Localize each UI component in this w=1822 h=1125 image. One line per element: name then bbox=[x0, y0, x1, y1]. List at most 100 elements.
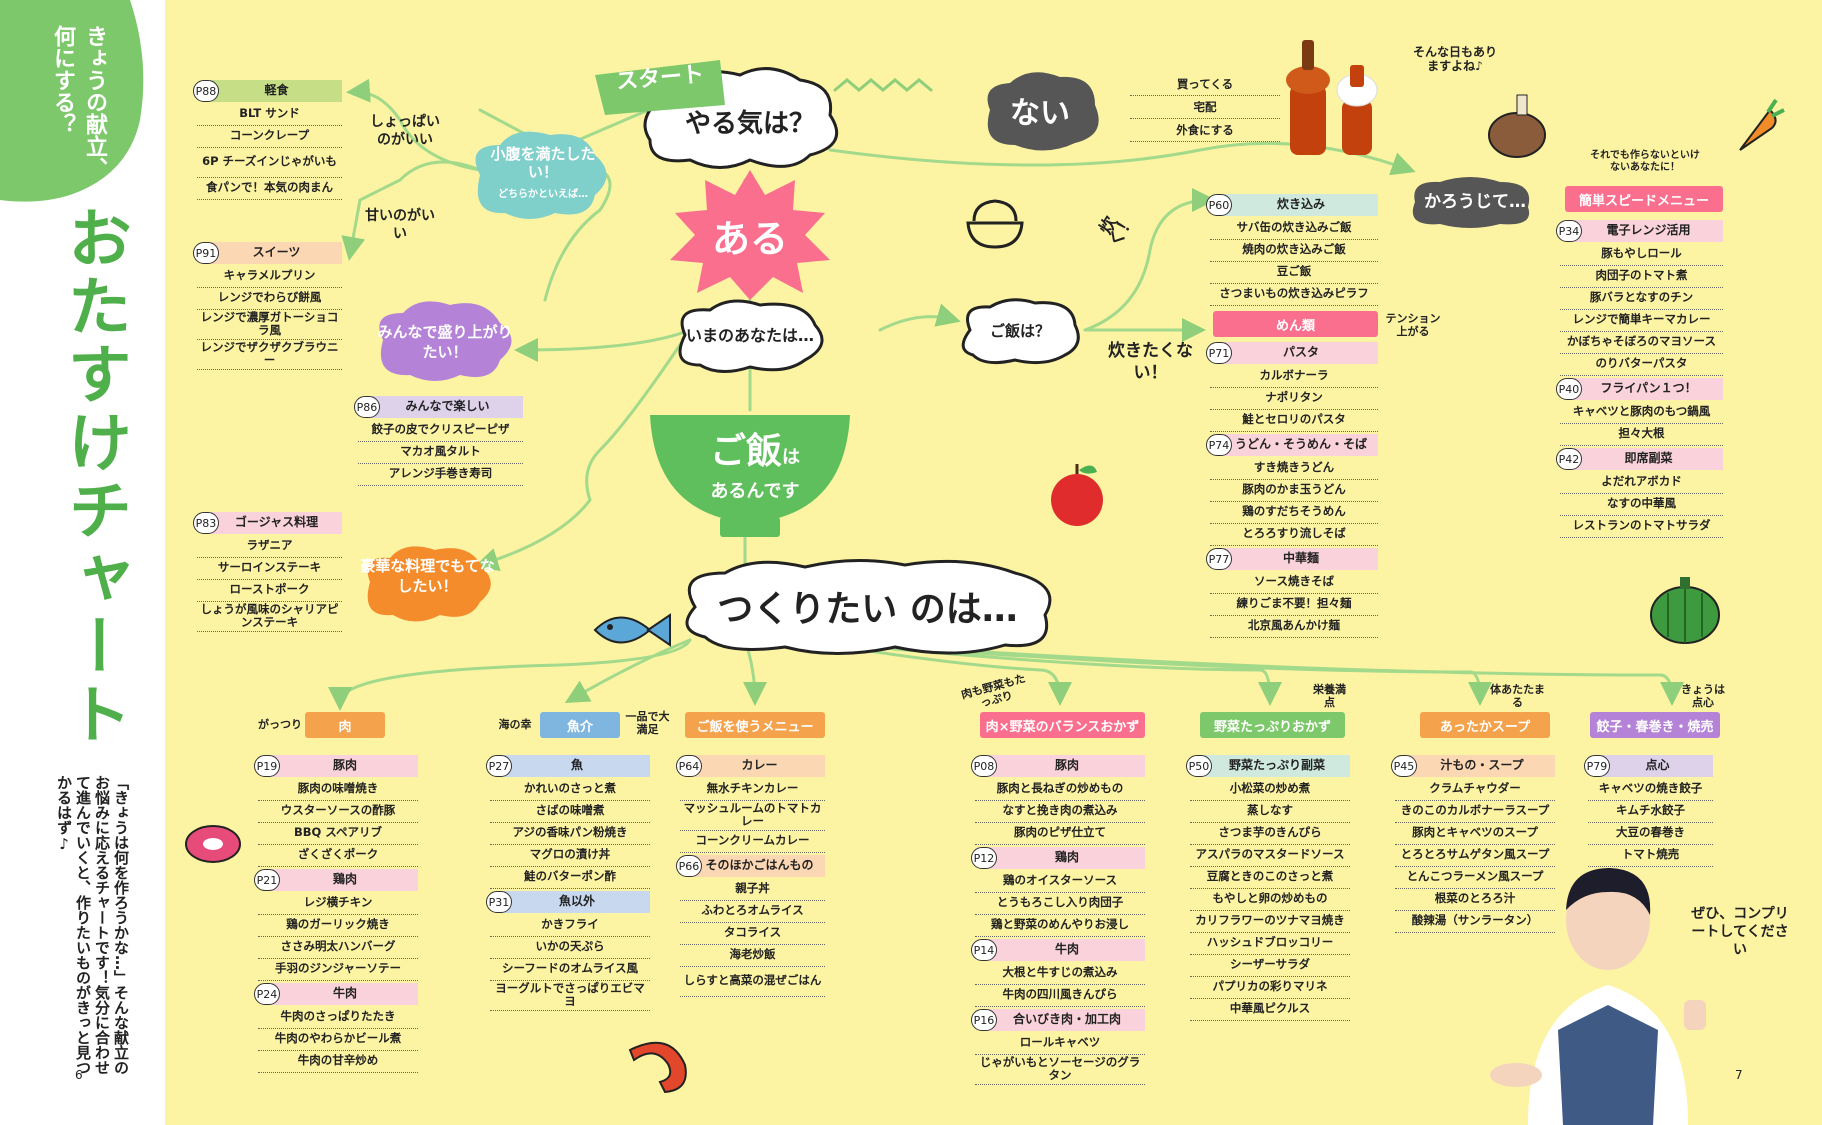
gattsuri-label: がっつり bbox=[258, 718, 302, 731]
group-header: 牛肉 bbox=[989, 939, 1145, 961]
group-header: カレー bbox=[694, 755, 825, 777]
recipe-item: ふわとろオムライス bbox=[680, 901, 825, 923]
recipe-item: 根菜のとろろ汁 bbox=[1395, 889, 1555, 911]
recipe-item: サーロインステーキ bbox=[197, 558, 342, 580]
recipe-item: 鶏のガーリック焼き bbox=[258, 915, 418, 937]
recipe-item: 親子丼 bbox=[680, 879, 825, 901]
now-cloud-shape bbox=[678, 299, 824, 373]
recipe-item: ラザニア bbox=[197, 536, 342, 558]
recipe-item: 豚肉のピザ仕立て bbox=[975, 823, 1145, 845]
recipe-item: 餃子の皮でクリスピーピザ bbox=[358, 420, 523, 442]
recipe-item: アスパラのマスタードソース bbox=[1190, 845, 1350, 867]
recipe-item: カリフラワーのツナマヨ焼き bbox=[1190, 911, 1350, 933]
page-number-right: 7 bbox=[1735, 1068, 1743, 1082]
page-number: P21 bbox=[254, 869, 280, 891]
fish-icon bbox=[593, 613, 671, 647]
recipe-item: すき焼きうどん bbox=[1210, 458, 1378, 480]
recipe-item: 大豆の春巻き bbox=[1588, 823, 1713, 845]
recipe-item: ソース焼きそば bbox=[1210, 572, 1378, 594]
page-number: P42 bbox=[1556, 448, 1582, 470]
page-number: P31 bbox=[486, 891, 512, 913]
group-header: 豚肉 bbox=[272, 755, 418, 777]
group-header: そのほかごはんもの bbox=[694, 855, 825, 877]
category-header: 肉 bbox=[305, 712, 385, 738]
recipe-item: クラムチャウダー bbox=[1395, 779, 1555, 801]
hungry-sub-label: どちらかといえば… bbox=[498, 189, 588, 200]
page-number: P24 bbox=[254, 983, 280, 1005]
recipe-item: 鶏と野菜のめんやりお浸し bbox=[975, 915, 1145, 937]
recipe-item: 豚バラとなすのチン bbox=[1560, 288, 1723, 310]
category-header: あったかスープ bbox=[1420, 712, 1550, 738]
recipe-item: とうもろこし入り肉団子 bbox=[975, 893, 1145, 915]
make-label: つくりたい のは… bbox=[717, 589, 1018, 630]
kaka-label: かろうじて… bbox=[1424, 192, 1526, 212]
chicken-leg-icon bbox=[1488, 94, 1546, 158]
recipe-item: レジ横チキン bbox=[258, 893, 418, 915]
list-item: 買ってくる bbox=[1130, 76, 1280, 96]
recipe-item: パプリカの彩りマリネ bbox=[1190, 977, 1350, 999]
recipe-item: 大根と牛すじの煮込み bbox=[975, 963, 1145, 985]
recipe-item: 牛肉の四川風きんぴら bbox=[975, 985, 1145, 1007]
list-item: 外食にする bbox=[1130, 122, 1280, 142]
recipe-item: じゃがいもとソーセージのグラタン bbox=[975, 1055, 1145, 1085]
green-pepper-icon bbox=[1650, 577, 1720, 644]
recipe-item: さつまいもの炊き込みピラフ bbox=[1210, 284, 1378, 306]
sweet-label: 甘いのがいい bbox=[365, 208, 435, 242]
page-number: P86 bbox=[354, 396, 380, 418]
recipe-item: サバ缶の炊き込みご飯 bbox=[1210, 218, 1378, 240]
recipe-item: レンジで濃厚ガトーショコラ風 bbox=[197, 310, 342, 340]
recipe-item: 担々大根 bbox=[1560, 424, 1723, 446]
recipe-item: 肉団子のトマト煮 bbox=[1560, 266, 1723, 288]
page-number-left: 6 bbox=[75, 1068, 83, 1082]
gohan-exists-label: あるんです bbox=[710, 481, 800, 502]
recipe-item: ウスターソースの酢豚 bbox=[258, 801, 418, 823]
recipe-item: シーザーサラダ bbox=[1190, 955, 1350, 977]
recipe-item: アレンジ手巻き寿司 bbox=[358, 464, 523, 486]
recipe-item: マグロの漬け丼 bbox=[490, 845, 650, 867]
chart-lead-text: 「きょうは何を作ろうかな…」そんな献立のお悩みに応えるチャートです！気分に合わせ… bbox=[55, 775, 130, 1075]
recipe-item: マッシュルームのトマトカレー bbox=[680, 801, 825, 831]
recipe-item: 牛肉の甘辛炒め bbox=[258, 1051, 418, 1073]
recipe-item: ハッシュドブロッコリー bbox=[1190, 933, 1350, 955]
recipe-item: 蒸しなす bbox=[1190, 801, 1350, 823]
recipe-item: 練りごま不要！担々麺 bbox=[1210, 594, 1378, 616]
group-header: 即席副菜 bbox=[1574, 448, 1723, 470]
page-number: P50 bbox=[1186, 755, 1212, 777]
recipe-item: 手羽のジンジャーソテー bbox=[258, 959, 418, 981]
recipe-item: BBQ スペアリブ bbox=[258, 823, 418, 845]
pepper-mill-icon bbox=[1286, 40, 1378, 155]
ippin-label: 一品で大満足 bbox=[625, 710, 670, 736]
category-header: 魚介 bbox=[540, 712, 620, 738]
group-header: 魚 bbox=[504, 755, 650, 777]
recipe-item: ローストポーク bbox=[197, 580, 342, 602]
recipe-item: カルボナーラ bbox=[1210, 366, 1378, 388]
still-note: それでも作らないといけないあなたに！ bbox=[1590, 150, 1700, 173]
chart-subtitle: きょうの献立、何にする？ bbox=[50, 25, 107, 179]
group-header: 汁もの・スープ bbox=[1409, 755, 1555, 777]
motivation-question: やる気は？ bbox=[684, 109, 815, 139]
someday-note: そんな日もありますよね♪ bbox=[1412, 45, 1497, 73]
group-header: 合いびき肉・加工肉 bbox=[989, 1009, 1145, 1031]
page-number: P91 bbox=[193, 242, 219, 264]
recipe-item: ヨーグルトでさっぱりエビマヨ bbox=[490, 981, 650, 1011]
hungry-label: 小腹を満たしたい！ bbox=[490, 145, 596, 181]
yes-label: ある bbox=[711, 217, 788, 261]
recipe-item: ナポリタン bbox=[1210, 388, 1378, 410]
recipe-item: 牛肉のやわらかビール煮 bbox=[258, 1029, 418, 1051]
group-header: 鶏肉 bbox=[272, 869, 418, 891]
group-header: みんなで楽しい bbox=[372, 396, 523, 418]
recipe-item: BLT サンド bbox=[197, 104, 342, 126]
gohan-q-cloud-shape bbox=[961, 298, 1080, 365]
page-number: P79 bbox=[1584, 755, 1610, 777]
page-number: P77 bbox=[1206, 548, 1232, 570]
recipe-item: きのこのカルボナーラスープ bbox=[1395, 801, 1555, 823]
list-item: 宅配 bbox=[1130, 99, 1280, 119]
recipe-item: もやしと卵の炒めもの bbox=[1190, 889, 1350, 911]
recipe-item: 酸辣湯（サンラータン） bbox=[1395, 911, 1555, 933]
recipe-item: レストランのトマトサラダ bbox=[1560, 516, 1723, 538]
tension-label: テンション上がる bbox=[1385, 312, 1441, 338]
page-number: P19 bbox=[254, 755, 280, 777]
apple-icon bbox=[1051, 464, 1103, 526]
recipe-item: のりバターパスタ bbox=[1560, 354, 1723, 376]
recipe-item: レンジでザクザクブラウニー bbox=[197, 340, 342, 370]
